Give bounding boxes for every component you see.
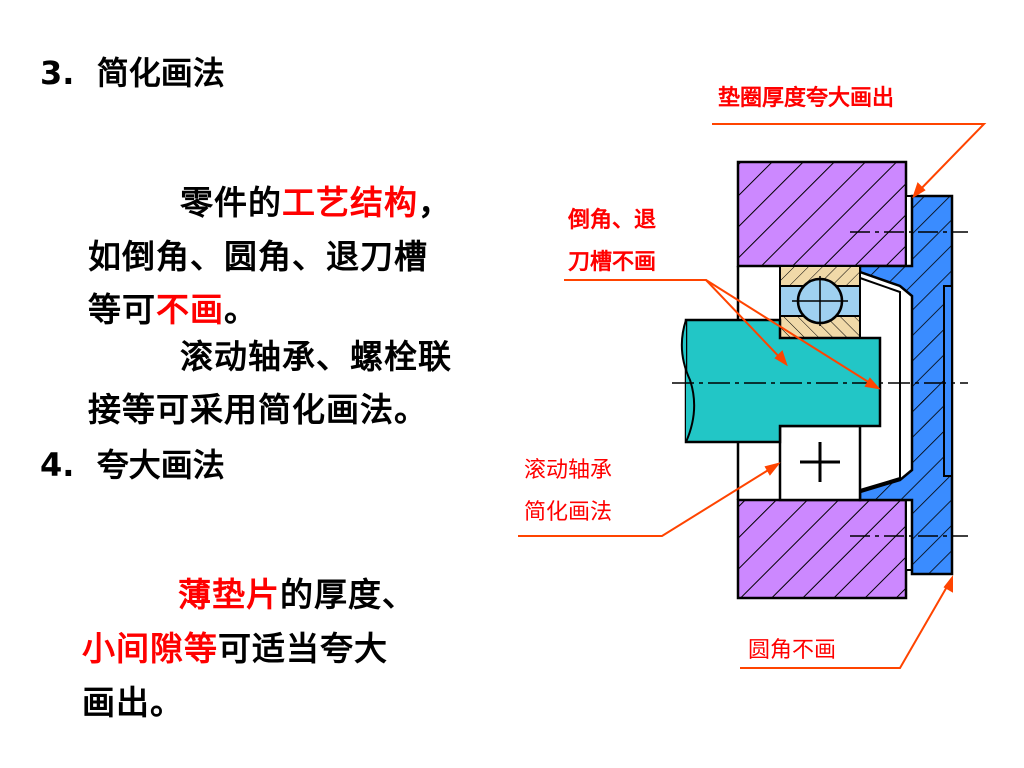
para3-line2-highlight: 小间隙等 [82, 629, 218, 668]
para1-text: 零件的 [180, 183, 282, 222]
heading-exaggerated: 4. 夸大画法 [40, 440, 225, 486]
para3-line2-text: 可适当夸大 [218, 629, 388, 668]
label-fillet-not-drawn: 圆角不画 [748, 638, 837, 663]
arrow-chamfer-2 [864, 377, 881, 390]
heading-number: 4. [40, 446, 75, 484]
leader-washer [712, 123, 987, 197]
label-bearing-line1: 滚动轴承 [524, 458, 613, 483]
label-washer-exaggerated: 垫圈厚度夸大画出 [718, 86, 895, 111]
end-cover-recess [943, 285, 953, 477]
para1-line3-text: 等可 [88, 290, 156, 329]
para1-comma: ， [418, 183, 452, 222]
para2-line1: 滚动轴承、螺栓联 [180, 337, 452, 376]
arrow-chamfer-1 [774, 350, 788, 367]
arrow-washer [912, 182, 926, 199]
shaft-break [680, 319, 696, 443]
para2-line2: 接等可采用简化画法。 [88, 390, 428, 429]
housing-top [736, 160, 908, 268]
label-bearing-line2: 简化画法 [524, 500, 613, 525]
heading-text: 简化画法 [96, 54, 225, 92]
para3-line2: 小间隙等可适当夸大 [82, 622, 388, 670]
label-chamfer-line2: 刀槽不画 [568, 250, 657, 275]
para3-text: 的厚度、 [280, 575, 416, 614]
para1-line3-period: 。 [224, 290, 258, 329]
label-chamfer-line1: 倒角、退 [568, 208, 657, 233]
para3-line3: 画出。 [82, 683, 184, 722]
heading-number: 3. [40, 54, 75, 92]
arrow-fillet [943, 575, 953, 593]
para3-highlight: 薄垫片 [178, 575, 280, 614]
leader-chamfer-2 [705, 279, 879, 389]
heading-simplified: 3. 简化画法 [40, 48, 225, 94]
housing-bottom [736, 498, 908, 600]
leader-bearing [518, 463, 779, 537]
para3-line1: 薄垫片的厚度、 [178, 568, 416, 616]
shaft [684, 318, 882, 444]
para1-highlight: 工艺结构 [282, 183, 418, 222]
arrow-bearing [764, 462, 781, 476]
para1-line1: 零件的工艺结构， [180, 176, 452, 224]
para1-line3: 等可不画。 [88, 283, 258, 331]
heading-text: 夸大画法 [96, 446, 225, 484]
leader-fillet [740, 577, 953, 669]
para1-line2: 如倒角、圆角、退刀槽 [88, 237, 428, 276]
para1-line3-highlight: 不画 [156, 290, 224, 329]
